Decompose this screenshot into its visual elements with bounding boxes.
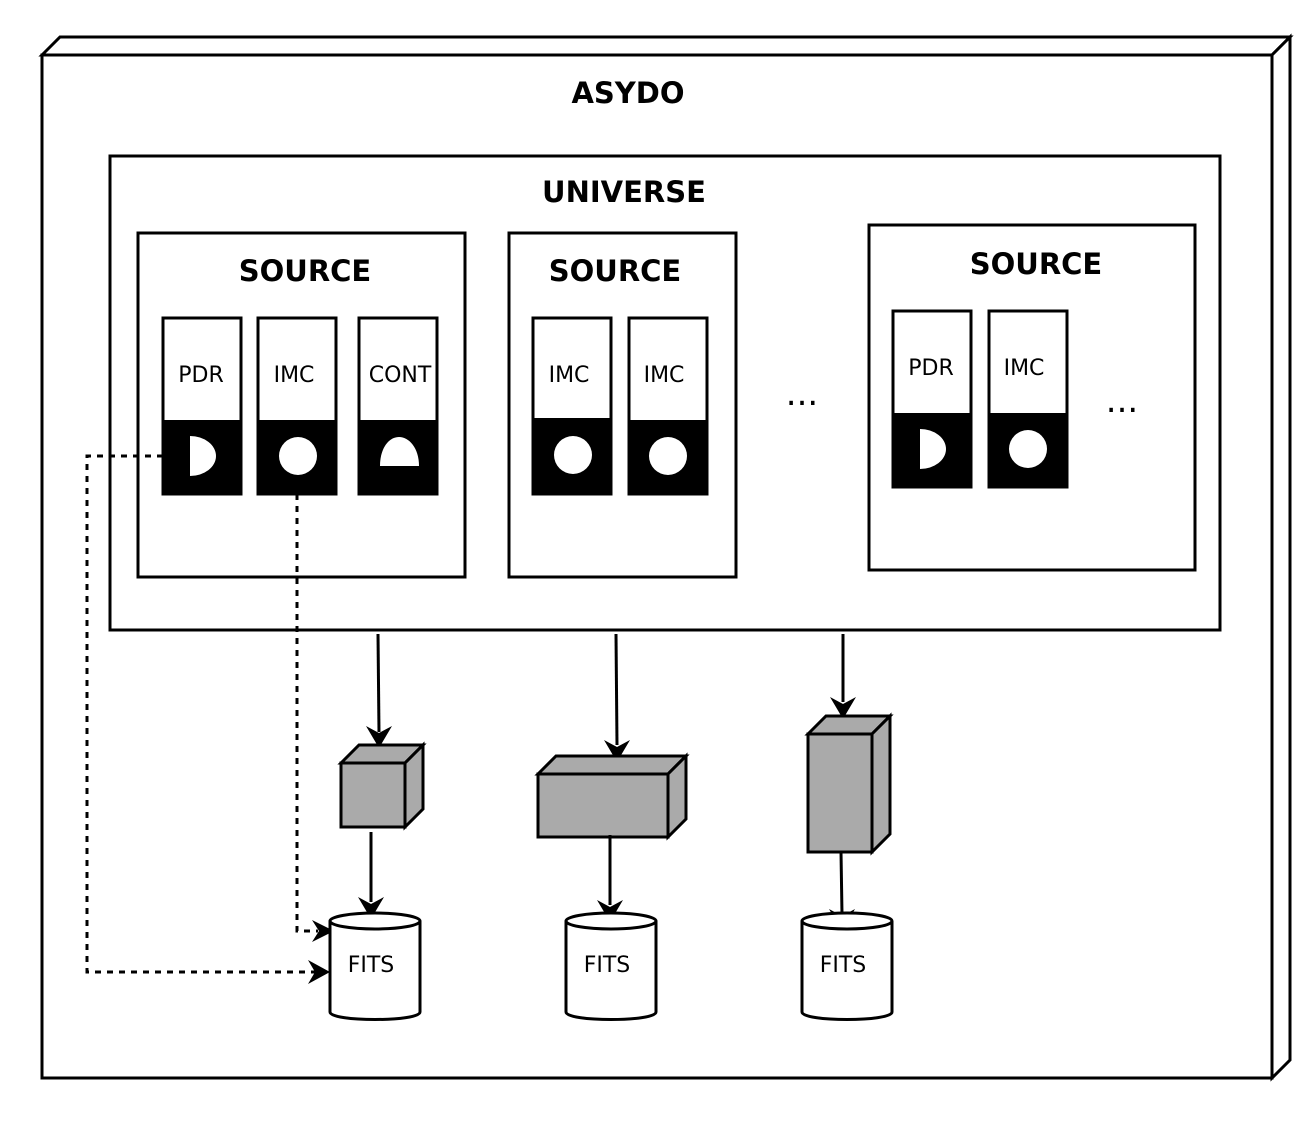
- instrument-imc: IMC: [627, 316, 709, 496]
- arrowhead-icon: [308, 960, 330, 984]
- arrowhead-icon: [366, 726, 392, 748]
- source-title-1: SOURCE: [239, 254, 372, 288]
- half-disc-icon: [190, 436, 216, 476]
- arrowhead-icon: [312, 920, 334, 942]
- data-cube-3: [804, 712, 894, 856]
- instrument-cont: CONT: [357, 316, 439, 496]
- fits-file-1: FITS: [328, 911, 422, 1021]
- fits-file-2: FITS: [564, 911, 658, 1021]
- source-title-3: SOURCE: [970, 247, 1103, 281]
- more-instruments-ellipsis: ...: [1106, 381, 1138, 421]
- circle-icon: [554, 436, 592, 474]
- instrument-pdr: PDR: [161, 316, 243, 496]
- instrument-imc: IMC: [531, 316, 613, 496]
- arrowhead-icon: [597, 900, 623, 922]
- instrument-label-imc: IMC: [644, 363, 685, 388]
- fits-label-1: FITS: [348, 953, 395, 978]
- instrument-label-imc: IMC: [274, 363, 315, 388]
- arrowhead-icon: [604, 740, 630, 762]
- universe-to-cube-arrows: [366, 633, 856, 762]
- instrument-label-imc: IMC: [1004, 356, 1045, 381]
- source-box-2: SOURCE IMC IMC: [507, 231, 738, 579]
- arrowhead-icon: [358, 897, 384, 919]
- instrument-label-cont: CONT: [369, 363, 432, 388]
- circle-icon: [279, 437, 317, 475]
- circle-icon: [1009, 430, 1047, 468]
- source-box-1: SOURCE PDR IMC CONT: [136, 231, 467, 579]
- instrument-label-pdr: PDR: [908, 356, 954, 381]
- arrowhead-icon: [830, 697, 856, 719]
- fits-label-2: FITS: [584, 953, 631, 978]
- universe-title: UNIVERSE: [542, 175, 706, 209]
- source-box-3: SOURCE PDR IMC ...: [867, 223, 1197, 572]
- instrument-label-pdr: PDR: [178, 363, 224, 388]
- fits-label-3: FITS: [820, 953, 867, 978]
- instrument-pdr: PDR: [891, 309, 973, 489]
- instrument-imc: IMC: [987, 309, 1069, 489]
- asydo-title: ASYDO: [571, 76, 684, 110]
- fits-file-3: FITS: [800, 911, 894, 1021]
- source-title-2: SOURCE: [549, 254, 682, 288]
- instrument-imc: IMC: [256, 316, 338, 496]
- instrument-label-imc: IMC: [549, 363, 590, 388]
- more-sources-ellipsis: ...: [786, 374, 818, 414]
- circle-icon: [649, 437, 687, 475]
- data-cube-1: [337, 741, 427, 831]
- data-cube-2: [534, 752, 690, 841]
- dome-icon: [380, 437, 419, 466]
- half-disc-icon: [920, 429, 946, 469]
- instrument-to-fits-dashed-arrows: [85, 454, 334, 984]
